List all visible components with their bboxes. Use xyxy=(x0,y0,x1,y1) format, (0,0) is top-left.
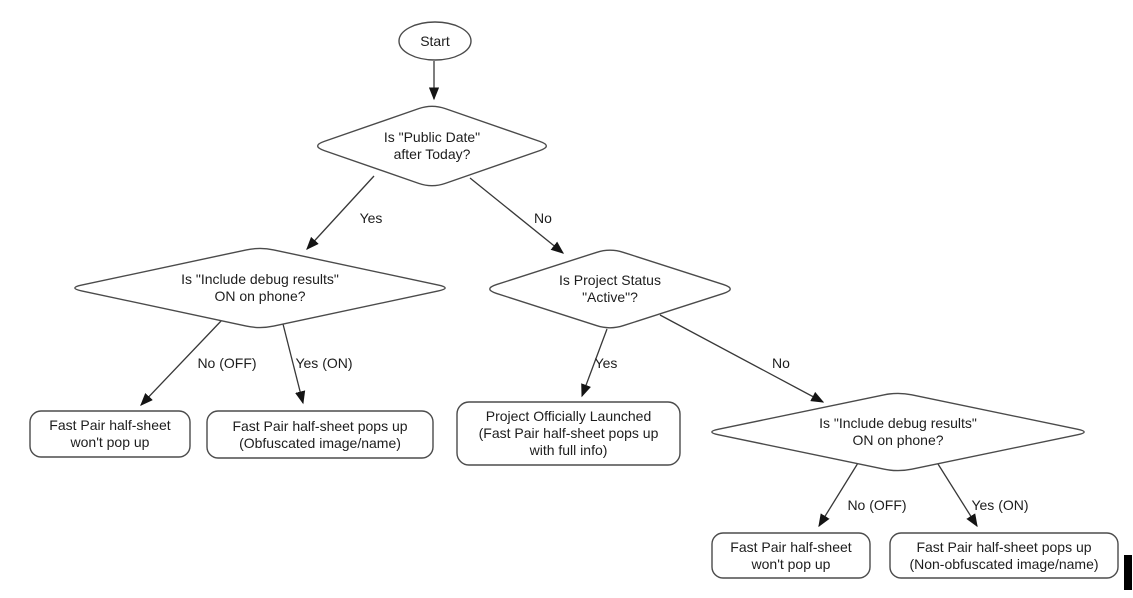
node-label-line: Fast Pair half-sheet xyxy=(730,538,852,555)
text-cursor-bar xyxy=(1124,555,1132,590)
node-label-line: won't pop up xyxy=(751,555,831,572)
edge-label-public-date-no: No xyxy=(534,210,552,226)
start-node-label: Start xyxy=(399,23,471,60)
node-label-line: Fast Pair half-sheet xyxy=(49,417,171,433)
node-label-line: Start xyxy=(420,33,450,49)
node-label-line: Fast Pair half-sheet pops up xyxy=(916,538,1092,555)
edge-label-debug-right-yes: Yes (ON) xyxy=(971,497,1029,513)
edge-debug-left-yes-arrow xyxy=(282,323,306,405)
node-label-line: after Today? xyxy=(393,146,471,162)
edge-public-date-yes-arrow xyxy=(306,175,375,250)
edge-label-debug-right-no: No (OFF) xyxy=(847,497,907,513)
result-wont-popup-left-label: Fast Pair half-sheet won't pop up xyxy=(30,411,190,457)
decision-debug-right-shape xyxy=(711,392,1085,472)
edge-public-date-no-arrow xyxy=(469,177,565,254)
node-label-line: Project Officially Launched xyxy=(485,408,652,424)
node-label-line: "Active"? xyxy=(582,289,638,305)
result-obfuscated-shape xyxy=(206,410,434,459)
decision-debug-left-label: Is "Include debug results" ON on phone? xyxy=(80,254,440,322)
node-label-line: won't pop up xyxy=(70,434,150,450)
result-launched-label: Project Officially Launched (Fast Pair h… xyxy=(457,402,680,465)
edge-label-public-date-yes: Yes xyxy=(359,210,383,226)
result-non-obfuscated-shape xyxy=(889,532,1119,579)
result-wont-popup-right-label: Fast Pair half-sheet won't pop up xyxy=(712,533,870,578)
decision-public-date-shape xyxy=(316,105,548,187)
node-label-line: ON on phone? xyxy=(852,432,944,448)
edge-debug-right-yes-arrow xyxy=(937,463,978,528)
node-label-line: (Obfuscated image/name) xyxy=(239,434,401,451)
decision-debug-left-shape xyxy=(74,247,446,329)
edge-project-status-yes-arrow xyxy=(581,328,608,398)
result-non-obfuscated-label: Fast Pair half-sheet pops up (Non-obfusc… xyxy=(890,533,1118,578)
decision-debug-right-label: Is "Include debug results" ON on phone? xyxy=(713,398,1083,466)
edge-label-project-status-yes: Yes xyxy=(594,355,618,371)
decision-public-date-label: Is "Public Date" after Today? xyxy=(322,112,542,180)
start-node-shape xyxy=(398,21,472,61)
edge-label-project-status-no: No xyxy=(772,355,790,371)
decision-project-status-shape xyxy=(489,249,731,329)
edge-label-debug-left-no: No (OFF) xyxy=(197,355,257,371)
result-launched-shape xyxy=(456,401,681,466)
node-label-line: (Non-obfuscated image/name) xyxy=(909,555,1099,572)
edge-label-debug-left-yes: Yes (ON) xyxy=(295,355,353,371)
edge-debug-right-no-arrow xyxy=(818,462,859,528)
result-wont-popup-left-shape xyxy=(29,410,191,458)
result-wont-popup-right-shape xyxy=(711,532,871,579)
edge-project-status-no-arrow xyxy=(659,314,825,403)
node-label-line: Is "Public Date" xyxy=(383,129,481,145)
node-label-line: ON on phone? xyxy=(214,288,306,304)
node-label-line: Is "Include debug results" xyxy=(181,271,339,287)
node-label-line: with full info) xyxy=(529,442,608,458)
result-obfuscated-label: Fast Pair half-sheet pops up (Obfuscated… xyxy=(207,411,433,458)
decision-project-status-label: Is Project Status "Active"? xyxy=(495,255,725,323)
node-label-line: Fast Pair half-sheet pops up xyxy=(232,417,408,434)
node-label-line: (Fast Pair half-sheet pops up xyxy=(478,425,659,441)
node-label-line: Is "Include debug results" xyxy=(819,415,977,431)
edge-debug-left-no-arrow xyxy=(140,319,223,406)
node-label-line: Is Project Status xyxy=(559,272,661,288)
